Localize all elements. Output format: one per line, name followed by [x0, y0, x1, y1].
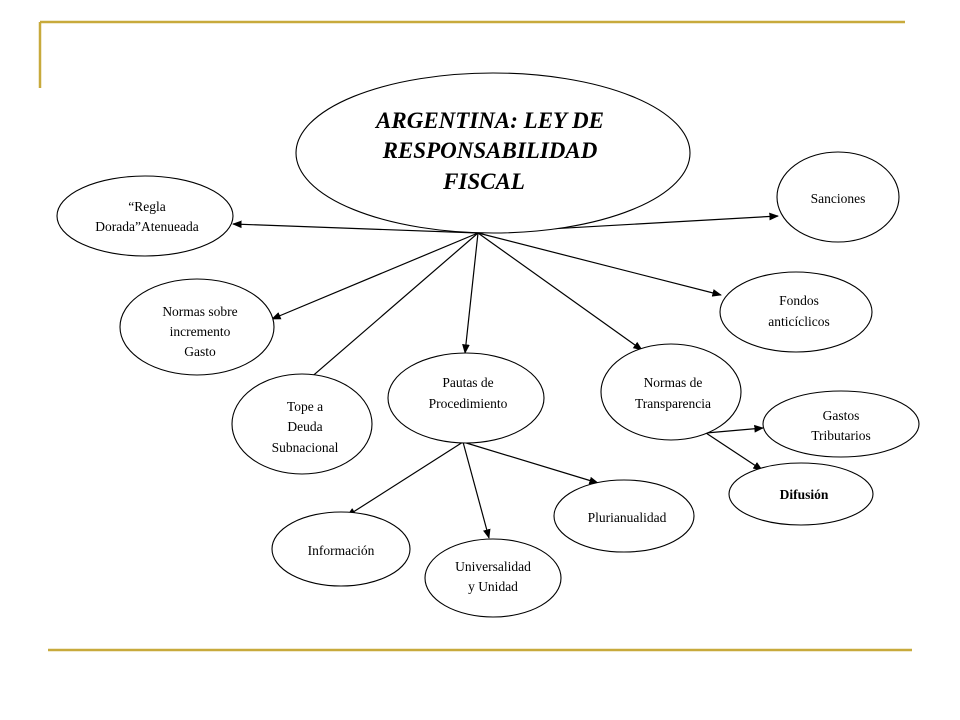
edge-transparencia-gastos	[705, 424, 764, 434]
node-tope-deuda-line-2: Deuda	[287, 419, 322, 434]
edge-pautas-universalidad	[462, 441, 491, 539]
edge-to-normas-gasto	[271, 232, 479, 320]
central-node: ARGENTINA: LEY DE RESPONSABILIDAD FISCAL	[295, 72, 691, 234]
node-sanciones: Sanciones	[776, 151, 900, 243]
node-pautas: Pautas de Procedimiento	[387, 352, 545, 444]
edge-to-pautas	[462, 232, 479, 354]
node-normas-gasto-line-1: Normas sobre	[162, 304, 237, 319]
node-transparencia-line-2: Transparencia	[635, 396, 711, 411]
node-plurianualidad: Plurianualidad	[553, 479, 695, 553]
node-regla-dorada-line-2: Dorada”Atenueada	[95, 219, 198, 234]
node-tope-deuda: Tope a Deuda Subnacional	[231, 373, 373, 475]
edge-to-tope-deuda	[300, 232, 479, 387]
node-fondos-line-2: anticíclicos	[768, 314, 829, 329]
title-line-3: FISCAL	[442, 169, 525, 194]
edge-to-transparencia	[477, 232, 643, 351]
node-gastos-tributarios: Gastos Tributarios	[762, 390, 920, 458]
edges	[232, 212, 779, 539]
node-difusion: Difusión	[728, 462, 874, 526]
node-tope-deuda-line-1: Tope a	[287, 399, 323, 414]
node-universalidad-line-1: Universalidad	[455, 559, 531, 574]
node-transparencia-line-1: Normas de	[644, 375, 703, 390]
node-fondos: Fondos anticíclicos	[719, 271, 873, 353]
node-fondos-line-1: Fondos	[779, 293, 819, 308]
edge-transparencia-difusion	[705, 432, 763, 471]
node-normas-gasto-line-2: incremento	[170, 324, 231, 339]
node-tope-deuda-line-3: Subnacional	[272, 440, 339, 455]
node-normas-gasto-line-3: Gasto	[184, 344, 216, 359]
node-pautas-line-2: Procedimiento	[429, 396, 508, 411]
title-line-1: ARGENTINA: LEY DE	[374, 108, 604, 133]
node-normas-gasto: Normas sobre incremento Gasto	[119, 278, 275, 376]
node-universalidad-line-2: y Unidad	[468, 579, 518, 594]
node-universalidad: Universalidad y Unidad	[424, 538, 562, 618]
edge-pautas-plurianualidad	[462, 441, 599, 485]
node-informacion: Información	[271, 511, 411, 587]
title-line-2: RESPONSABILIDAD	[382, 138, 598, 163]
edge-to-regla-dorada	[232, 220, 479, 234]
node-pautas-line-1: Pautas de	[442, 375, 493, 390]
node-regla-dorada-line-1: “Regla	[128, 199, 165, 214]
node-informacion-line-1: Información	[308, 543, 375, 558]
node-difusion-line-1: Difusión	[780, 487, 829, 502]
node-gastos-line-2: Tributarios	[811, 428, 871, 443]
node-regla-dorada: “Regla Dorada”Atenueada	[56, 175, 234, 257]
edge-to-fondos	[477, 232, 722, 297]
node-gastos-line-1: Gastos	[823, 408, 860, 423]
edge-pautas-informacion	[346, 441, 464, 517]
node-transparencia: Normas de Transparencia	[600, 343, 742, 441]
node-sanciones-line-1: Sanciones	[811, 191, 866, 206]
node-plurianualidad-line-1: Plurianualidad	[588, 510, 667, 525]
